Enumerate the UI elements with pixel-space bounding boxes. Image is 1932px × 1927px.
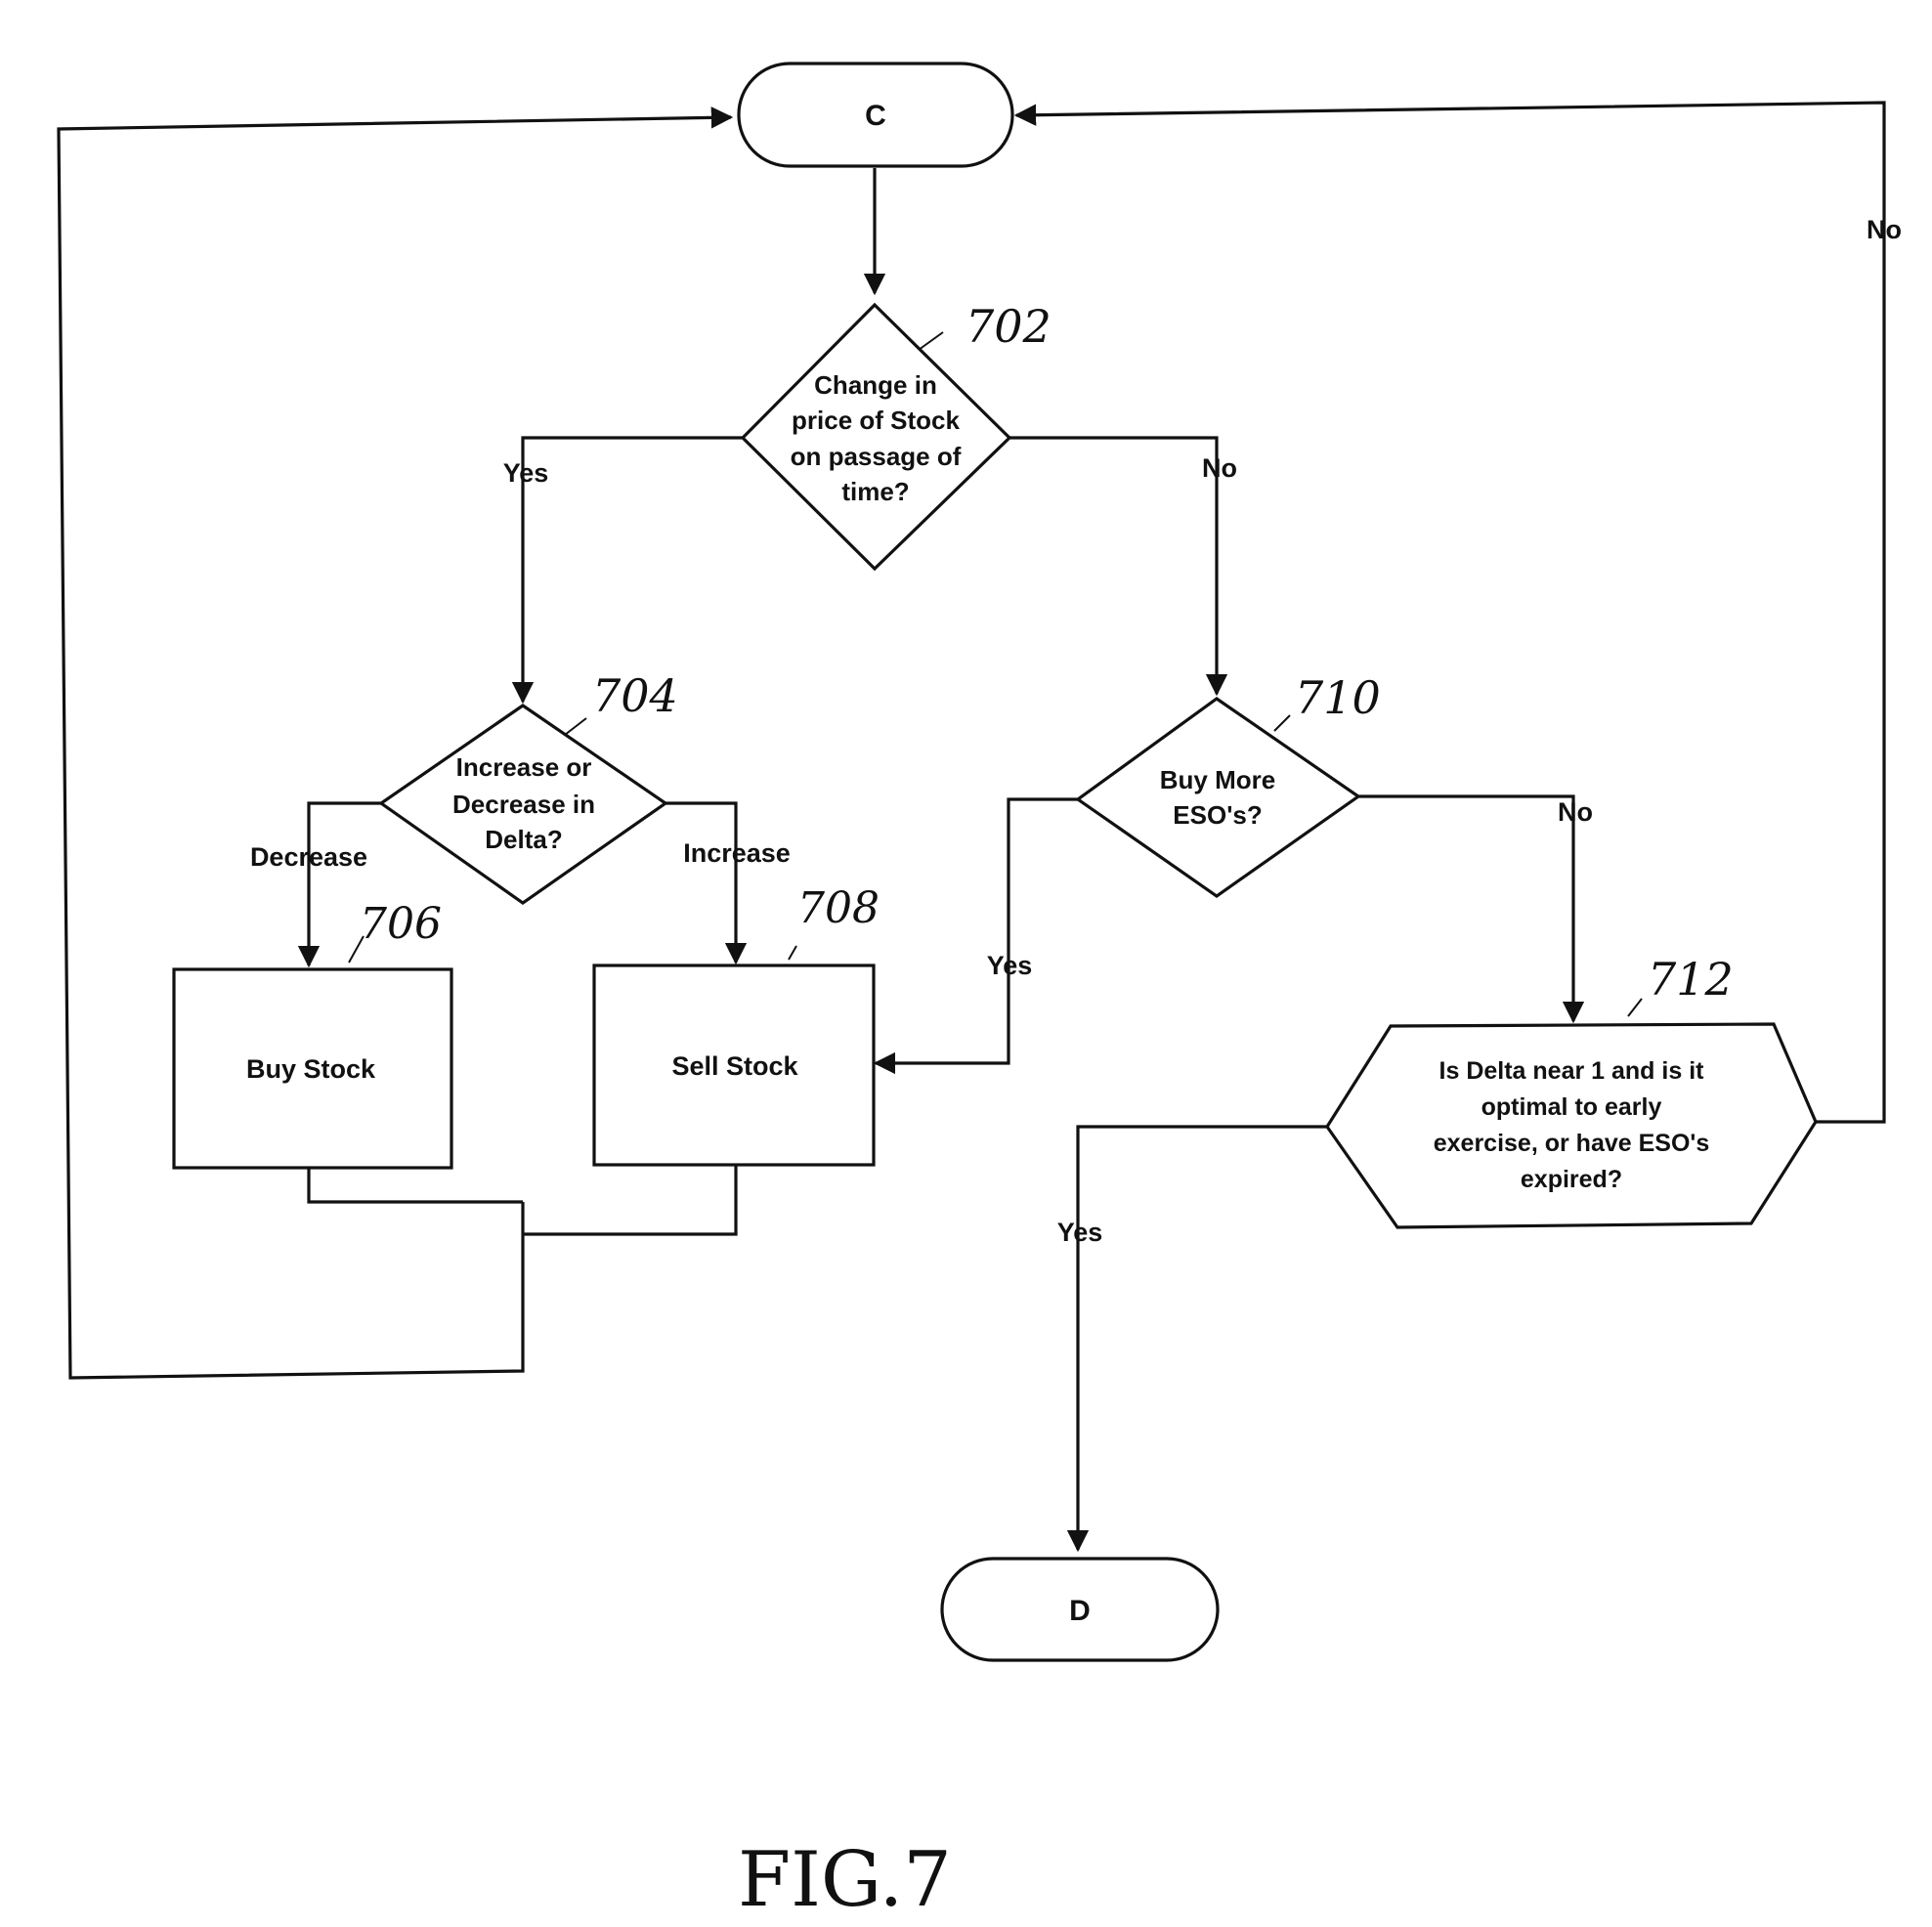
edge-702-no-to-710 [1009,438,1217,694]
decision-704-line-3: Delta? [485,825,562,854]
edge-706-merge [309,1168,523,1202]
decision-710-line-1: Buy More [1160,765,1275,794]
edge-708-merge [523,1165,736,1234]
edge-710-yes-to-708 [876,799,1078,1063]
decision-704-line-1: Increase or [456,752,592,782]
process-706-label: Buy Stock [246,1054,376,1084]
process-708-label: Sell Stock [671,1051,798,1081]
label-702-yes: Yes [503,458,549,488]
ref-704: 704 [592,669,678,722]
label-712-no: No [1867,215,1902,244]
leader-702 [919,332,943,350]
decision-712-line-1: Is Delta near 1 and is it [1439,1057,1705,1085]
label-704-decrease: Decrease [250,842,367,872]
edge-712-no-loop-to-c [1016,103,1884,1122]
decision-702-line-3: on passage of [791,442,962,471]
decision-702-line-2: price of Stock [792,406,960,435]
decision-710-line-2: ESO's? [1173,800,1262,830]
decision-704-line-2: Decrease in [452,790,595,819]
label-710-no: No [1558,797,1593,827]
reference-numerals: 702 704 706 708 710 712 [349,300,1734,1016]
label-710-yes: Yes [987,951,1033,980]
process-706: Buy Stock [174,969,451,1168]
figure-label: FIG.7 [738,1836,952,1922]
leader-712 [1628,999,1642,1016]
ref-712: 712 [1648,953,1734,1006]
ref-702: 702 [966,300,1052,353]
decision-710: Buy More ESO's? [1078,699,1358,896]
label-702-no: No [1202,453,1237,483]
decision-702-line-4: time? [841,477,909,506]
decision-704: Increase or Decrease in Delta? [381,706,665,903]
edge-710-no-to-712 [1358,796,1573,1021]
leader-704 [565,718,586,735]
ref-706: 706 [360,899,442,949]
ref-708: 708 [797,883,880,933]
decision-712-line-2: optimal to early [1481,1093,1662,1121]
edge-702-yes-to-704 [523,438,743,702]
edge-704-increase-to-708 [665,803,736,963]
terminal-c-label: C [865,100,886,132]
decision-712-line-4: expired? [1521,1166,1622,1193]
leader-708 [789,946,796,960]
edge-merge-loop-to-c [59,117,731,1378]
terminal-d-label: D [1069,1595,1091,1627]
process-708: Sell Stock [594,965,874,1165]
terminal-d: D [942,1559,1218,1660]
edge-712-yes-to-d [1078,1127,1327,1550]
decision-712: Is Delta near 1 and is it optimal to ear… [1327,1024,1816,1227]
ref-710: 710 [1295,671,1381,724]
leader-710 [1274,715,1290,731]
label-704-increase: Increase [683,838,791,868]
decision-712-line-3: exercise, or have ESO's [1434,1130,1710,1157]
decision-702-line-1: Change in [814,370,937,400]
terminal-c: C [739,64,1012,166]
label-712-yes: Yes [1057,1218,1103,1247]
